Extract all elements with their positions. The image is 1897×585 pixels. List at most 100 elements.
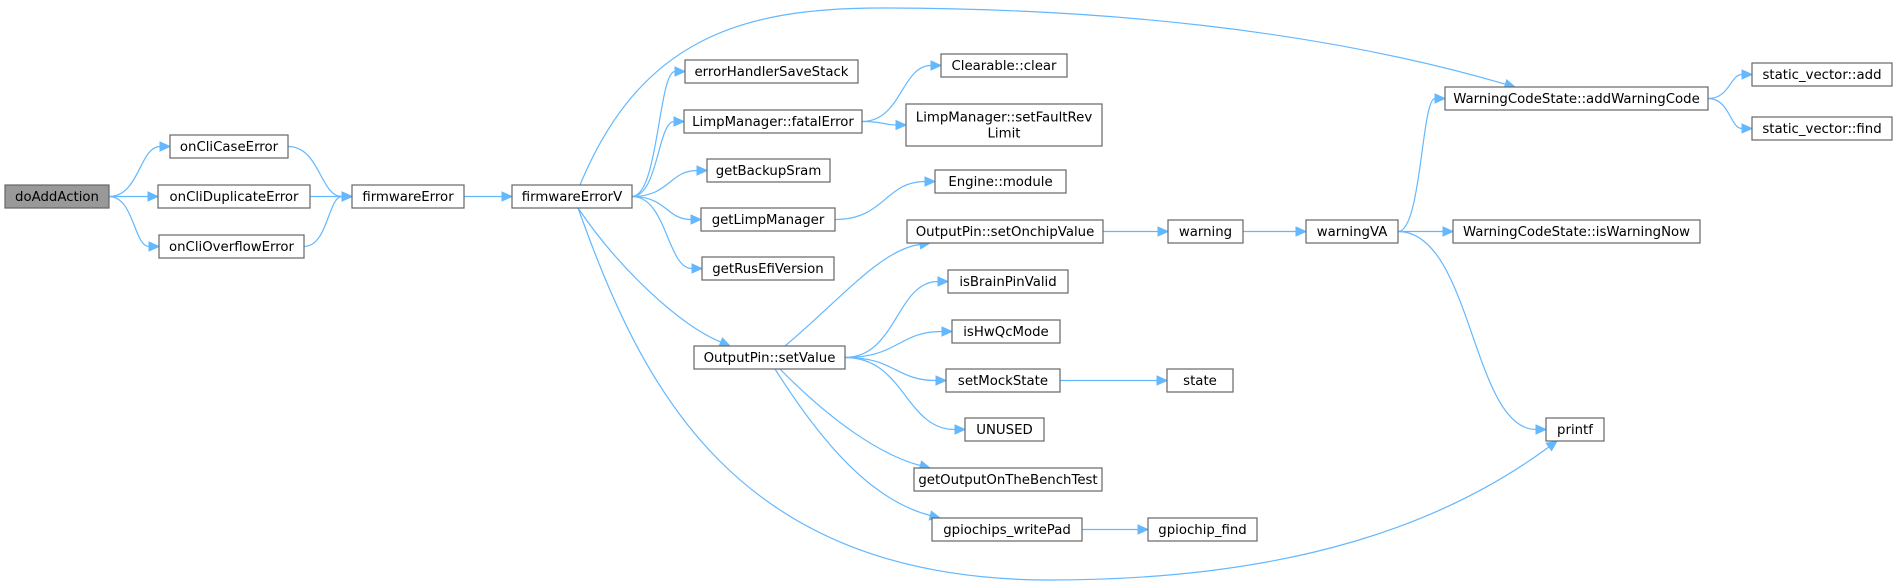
node-isHwQcMode[interactable]: isHwQcMode	[951, 319, 1061, 344]
node-WarningCodeState_isWarningNow[interactable]: WarningCodeState::isWarningNow	[1452, 219, 1701, 244]
node-getLimpManager[interactable]: getLimpManager	[700, 207, 836, 232]
edge-arrowhead	[930, 60, 943, 71]
edge-line	[844, 356, 937, 382]
node-onCliDuplicateError[interactable]: onCliDuplicateError	[157, 184, 311, 209]
node-label: Clearable::clear	[952, 59, 1058, 74]
node-label: onCliCaseError	[180, 140, 279, 155]
node-errorHandlerSaveStack[interactable]: errorHandlerSaveStack	[684, 59, 859, 84]
node-firmwareError[interactable]: firmwareError	[351, 184, 465, 209]
node-box	[951, 319, 1061, 344]
node-LimpManager_fatalError[interactable]: LimpManager::fatalError	[683, 109, 863, 134]
node-box	[1751, 62, 1893, 87]
node-isBrainPinValid[interactable]: isBrainPinValid	[947, 269, 1069, 294]
edge-line	[108, 195, 150, 248]
edge-warningVA-to-printf	[1397, 230, 1548, 435]
edge-getLimpManager-to-Engine_module	[834, 176, 937, 221]
node-label: OutputPin::setValue	[704, 351, 836, 366]
node-label: getRusEfiVersion	[712, 262, 824, 277]
node-setMockState[interactable]: setMockState	[945, 368, 1061, 393]
node-getRusEfiVersion[interactable]: getRusEfiVersion	[701, 256, 835, 281]
node-OutputPin_setValue[interactable]: OutputPin::setValue	[693, 345, 846, 370]
node-label: isBrainPinValid	[959, 275, 1056, 290]
node-box	[351, 184, 465, 209]
edge-LimpManager_fatalError-to-LimpManager_setFaultRevLimit	[861, 119, 908, 131]
node-Engine_module[interactable]: Engine::module	[934, 169, 1067, 194]
edge-arrowhead	[1741, 69, 1754, 80]
edge-arrowhead	[1156, 375, 1169, 386]
node-warning[interactable]: warning	[1167, 219, 1244, 244]
node-box	[158, 234, 305, 259]
edge-OutputPin_setValue-to-OutputPin_setOnchipValue	[784, 239, 932, 347]
edge-arrowhead	[148, 241, 161, 252]
edge-arrowhead	[159, 141, 172, 152]
node-static_vector_add[interactable]: static_vector::add	[1751, 62, 1893, 87]
node-onCliOverflowError[interactable]: onCliOverflowError	[158, 234, 305, 259]
edge-line	[779, 368, 921, 467]
edge-arrowhead	[935, 375, 948, 386]
node-box	[1545, 417, 1605, 442]
edge-arrowhead	[673, 116, 686, 127]
node-box	[905, 103, 1103, 147]
node-getBackupSram[interactable]: getBackupSram	[706, 158, 831, 183]
node-box	[931, 517, 1083, 542]
edge-firmwareErrorV-to-printf	[577, 207, 1558, 581]
node-box	[945, 368, 1061, 393]
node-box	[169, 134, 289, 159]
node-label: warning	[1179, 225, 1232, 240]
edge-OutputPin_setValue-to-isHwQcMode	[844, 326, 954, 359]
edge-firmwareErrorV-to-getBackupSram	[631, 165, 709, 198]
edge-line	[631, 195, 692, 221]
edge-line	[834, 180, 926, 221]
node-label: errorHandlerSaveStack	[695, 65, 849, 80]
edge-warningVA-to-WarningCodeState_isWarningNow	[1398, 226, 1455, 237]
node-label: LimpManager::fatalError	[692, 115, 854, 130]
node-warningVA[interactable]: warningVA	[1305, 219, 1399, 244]
edge-arrowhead	[147, 191, 160, 202]
edge-arrowhead	[718, 337, 732, 347]
node-box	[1166, 368, 1234, 393]
node-label: WarningCodeState::addWarningCode	[1453, 92, 1700, 107]
edge-arrowhead	[941, 326, 954, 337]
node-UNUSED[interactable]: UNUSED	[964, 417, 1045, 442]
edge-OutputPin_setValue-to-gpiochips_writePad	[774, 368, 942, 521]
edge-arrowhead	[1741, 123, 1754, 134]
edge-line	[784, 243, 921, 347]
node-doAddAction[interactable]: doAddAction	[4, 184, 110, 209]
node-box	[934, 169, 1067, 194]
node-box	[1444, 86, 1709, 111]
node-Clearable_clear[interactable]: Clearable::clear	[940, 53, 1068, 78]
edge-arrowhead	[1545, 440, 1558, 452]
edge-OutputPin_setValue-to-UNUSED	[844, 356, 967, 435]
node-gpiochips_writePad[interactable]: gpiochips_writePad	[931, 517, 1083, 542]
node-label: getOutputOnTheBenchTest	[918, 473, 1097, 488]
node-box	[4, 184, 110, 209]
edge-line	[861, 64, 932, 123]
node-WarningCodeState_addWarningCode[interactable]: WarningCodeState::addWarningCode	[1444, 86, 1709, 111]
node-printf[interactable]: printf	[1545, 417, 1605, 442]
node-firmwareErrorV[interactable]: firmwareErrorV	[511, 184, 633, 209]
node-label: isHwQcMode	[963, 325, 1049, 340]
node-static_vector_find[interactable]: static_vector::find	[1751, 116, 1893, 141]
node-box	[157, 184, 311, 209]
node-box	[906, 219, 1104, 244]
node-label: UNUSED	[976, 423, 1033, 438]
edge-doAddAction-to-onCliOverflowError	[108, 195, 161, 252]
edge-line	[579, 7, 1506, 186]
edge-line	[631, 169, 698, 198]
node-OutputPin_setOnchipValue[interactable]: OutputPin::setOnchipValue	[906, 219, 1104, 244]
node-box	[701, 256, 835, 281]
edge-line	[577, 207, 1550, 581]
node-gpiochip_find[interactable]: gpiochip_find	[1147, 517, 1258, 542]
node-box	[1452, 219, 1701, 244]
edge-line	[774, 368, 931, 517]
node-onCliCaseError[interactable]: onCliCaseError	[169, 134, 289, 159]
edge-line	[844, 280, 939, 359]
node-state[interactable]: state	[1166, 368, 1234, 393]
edge-doAddAction-to-onCliCaseError	[108, 141, 172, 198]
edge-line	[631, 120, 675, 198]
edge-line	[1397, 97, 1436, 233]
node-getOutputOnTheBenchTest[interactable]: getOutputOnTheBenchTest	[913, 467, 1103, 492]
node-box	[684, 59, 859, 84]
